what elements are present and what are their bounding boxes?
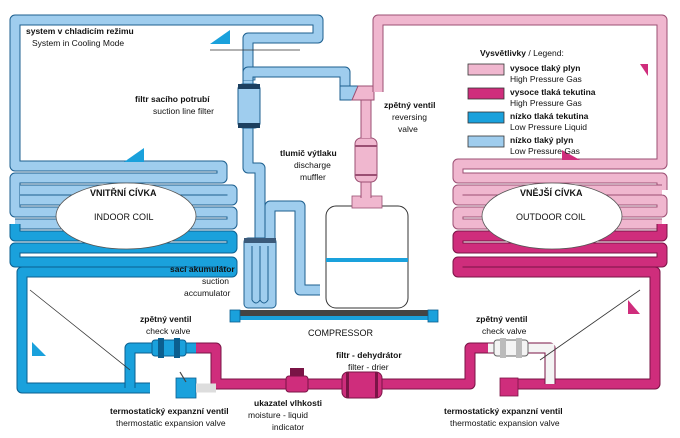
legend-label-cz: nízko tlaká tekutina <box>510 111 589 121</box>
system-title-en: System in Cooling Mode <box>32 38 124 48</box>
muffler-en2: muffler <box>300 172 326 182</box>
check-valve-left-cz: zpětný ventil <box>140 314 191 324</box>
legend-swatch <box>467 63 505 76</box>
legend-label-cz: vysoce tlaký plyn <box>510 63 580 73</box>
check-valve-right-en: check valve <box>482 326 527 336</box>
legend-title: Vysvětlivky / Legend: <box>480 48 564 58</box>
muffler-cz: tlumič výtlaku <box>280 148 337 158</box>
flow-arrows <box>32 30 648 356</box>
reversing-valve <box>339 85 375 101</box>
muffler-en1: discharge <box>294 160 331 170</box>
txv-right-en: thermostatic expansion valve <box>450 418 560 428</box>
compressor-base <box>229 309 439 323</box>
left-check-valve <box>124 338 196 388</box>
legend-swatch <box>467 87 505 100</box>
system-title-cz: system v chladicím režimu <box>26 26 134 36</box>
outdoor-coil-upper <box>452 184 668 230</box>
check-valve-right-cz: zpětný ventil <box>476 314 527 324</box>
txv-right-cz: termostatický expanzní ventil <box>444 406 563 416</box>
accumulator-en1: suction <box>202 276 229 286</box>
legend: Vysvětlivky / Legend: vysoce tlaký plynH… <box>467 48 596 156</box>
legend-label-en: Low Pressure Gas <box>510 146 580 156</box>
check-valve-left-en: check valve <box>146 326 191 336</box>
legend-label-en: High Pressure Gas <box>510 74 582 84</box>
moisture-cz: ukazatel vlhkosti <box>254 398 322 408</box>
outdoor-coil-en: OUTDOOR COIL <box>516 212 586 222</box>
reversing-valve-cz: zpětný ventil <box>384 100 435 110</box>
legend-label-cz: nízko tlaký plyn <box>510 135 573 145</box>
suction-filter-en: suction line filter <box>153 106 214 116</box>
outdoor-coil-cz: VNĚJŠÍ CÍVKA <box>520 187 583 198</box>
legend-label-cz: vysoce tlaká tekutina <box>510 87 596 97</box>
compressor-label: COMPRESSOR <box>308 328 374 338</box>
moisture-en2: indicator <box>272 422 304 432</box>
moisture-indicator <box>285 368 309 393</box>
legend-swatch <box>467 111 505 124</box>
suction-filter <box>237 71 266 240</box>
compressor <box>325 195 409 309</box>
leader-lines <box>29 49 641 371</box>
left-txv <box>175 371 216 399</box>
suction-filter-cz: filtr sacího potrubí <box>135 94 210 104</box>
accumulator-en2: accumulator <box>184 288 230 298</box>
filter-drier <box>341 371 383 399</box>
txv-left-en: thermostatic expansion valve <box>116 418 226 428</box>
suction-accumulator <box>243 200 320 309</box>
indoor-coil-en: INDOOR COIL <box>94 212 154 222</box>
filter-drier-en: filter - drier <box>348 362 389 372</box>
right-check-valve <box>488 338 556 397</box>
legend-swatch <box>467 135 505 148</box>
indoor-coil-cz: VNITŘNÍ CÍVKA <box>90 187 157 198</box>
filter-drier-cz: filtr - dehydrátor <box>336 350 402 360</box>
outdoor-coil-fan-outline <box>481 182 623 250</box>
discharge-line <box>354 100 378 198</box>
legend-label-en: High Pressure Gas <box>510 98 582 108</box>
legend-label-en: Low Pressure Liquid <box>510 122 587 132</box>
right-hp-gas-loop <box>372 14 668 190</box>
reversing-valve-en1: reversing <box>392 112 427 122</box>
left-suction-loop <box>9 14 324 190</box>
suction-to-reversing <box>242 66 351 90</box>
accumulator-cz: sací akumulátor <box>170 264 235 274</box>
moisture-en1: moisture - liquid <box>248 410 308 420</box>
reversing-valve-en2: valve <box>398 124 418 134</box>
indoor-coil-fan-outline <box>55 182 197 250</box>
txv-left-cz: termostatický expanzní ventil <box>110 406 229 416</box>
